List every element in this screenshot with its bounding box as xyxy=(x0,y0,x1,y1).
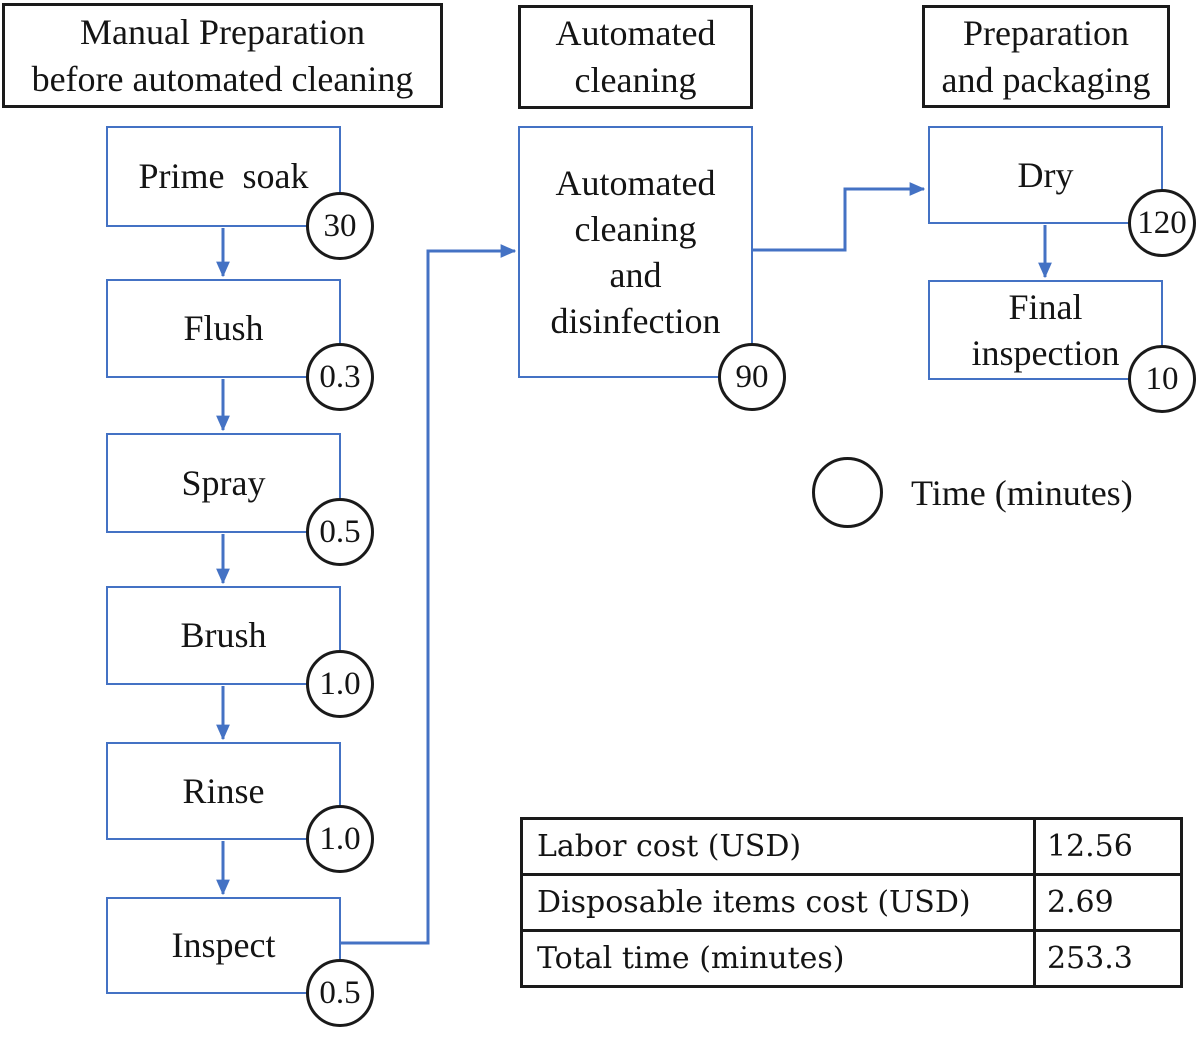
legend-label: Time (minutes) xyxy=(911,472,1133,513)
step-label: Rinse xyxy=(182,770,265,811)
time-circle-automated-cleaning: 90 xyxy=(718,343,786,411)
phase-header-label: Preparation and packaging xyxy=(941,12,1151,100)
time-circle-rinse: 1.0 xyxy=(306,805,374,873)
step-label: Prime soak xyxy=(138,156,309,197)
table-cell-label: Labor cost (USD) xyxy=(520,817,1036,876)
step-box-brush: Brush 1.0 xyxy=(106,586,374,718)
time-value: 0.5 xyxy=(319,974,361,1011)
step-label: Automated cleaning and disinfection xyxy=(550,162,721,342)
summary-table: Labor cost (USD) 12.56 Disposable items … xyxy=(520,817,1184,988)
step-label: Flush xyxy=(183,308,264,349)
phase-header-automated-cleaning: Automated cleaning xyxy=(518,5,753,109)
table-cell-value: 2.69 xyxy=(1032,873,1184,932)
time-circle-icon xyxy=(812,457,883,528)
table-cell-label: Disposable items cost (USD) xyxy=(520,873,1036,932)
table-row-labor-cost: Labor cost (USD) 12.56 xyxy=(520,817,1184,876)
arrow-inspect-to-automated xyxy=(341,244,517,945)
phase-header-label: Automated cleaning xyxy=(555,13,716,100)
table-cell-label: Total time (minutes) xyxy=(520,929,1036,988)
time-value: 1.0 xyxy=(319,665,361,702)
step-label: Inspect xyxy=(171,925,276,966)
time-circle-inspect: 0.5 xyxy=(306,959,374,1027)
phase-header-manual-preparation: Manual Preparation before automated clea… xyxy=(2,3,443,108)
step-box-inspect: Inspect 0.5 xyxy=(106,897,374,1027)
step-box-automated-cleaning-disinfection: Automated cleaning and disinfection 90 xyxy=(518,126,786,411)
time-circle-final-inspection: 10 xyxy=(1128,345,1196,413)
time-value: 90 xyxy=(735,358,769,395)
table-row-disposable-cost: Disposable items cost (USD) 2.69 xyxy=(520,873,1184,932)
arrow-automated-to-dry xyxy=(753,182,926,252)
step-box-final-inspection: Final inspection 10 xyxy=(928,280,1196,413)
time-circle-brush: 1.0 xyxy=(306,650,374,718)
time-circle-spray: 0.5 xyxy=(306,498,374,566)
step-label: Brush xyxy=(180,615,267,656)
time-value: 1.0 xyxy=(319,820,361,857)
phase-header-preparation-packaging: Preparation and packaging xyxy=(922,5,1170,108)
step-label: Spray xyxy=(181,462,266,503)
step-box-dry: Dry 120 xyxy=(928,126,1196,257)
step-box-rinse: Rinse 1.0 xyxy=(106,742,374,873)
table-cell-value: 12.56 xyxy=(1032,817,1184,876)
phase-header-label: Manual Preparation before automated clea… xyxy=(31,11,414,99)
time-value: 120 xyxy=(1137,204,1187,241)
time-value: 30 xyxy=(323,207,357,244)
time-circle-flush: 0.3 xyxy=(306,343,374,411)
time-value: 0.3 xyxy=(319,358,361,395)
table-row-total-time: Total time (minutes) 253.3 xyxy=(520,929,1184,988)
time-circle-dry: 120 xyxy=(1128,189,1196,257)
table-cell-value: 253.3 xyxy=(1032,929,1184,988)
step-box-spray: Spray 0.5 xyxy=(106,433,374,566)
time-circle-prime-soak: 30 xyxy=(306,192,374,260)
step-box-prime-soak: Prime soak 30 xyxy=(106,126,374,260)
legend: Time (minutes) xyxy=(812,457,1133,528)
step-label: Final inspection xyxy=(971,286,1120,373)
step-box-flush: Flush 0.3 xyxy=(106,279,374,411)
time-value: 10 xyxy=(1145,360,1179,397)
step-label: Dry xyxy=(1017,154,1074,195)
time-value: 0.5 xyxy=(319,513,361,550)
